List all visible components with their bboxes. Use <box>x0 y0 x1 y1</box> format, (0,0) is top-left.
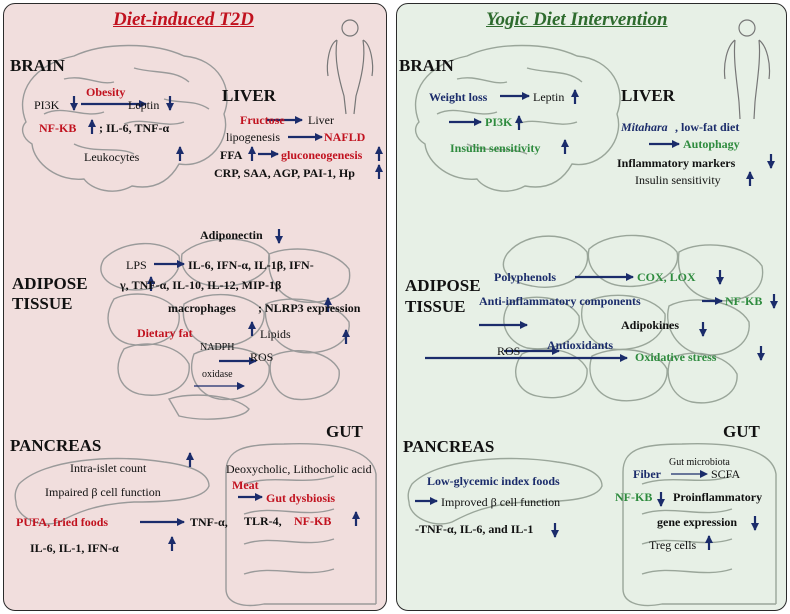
gut-illustration <box>225 442 377 607</box>
lps-label: LPS <box>126 258 147 272</box>
dietary-fat-label: Dietary fat <box>137 326 193 340</box>
human-silhouette-icon <box>326 19 374 115</box>
adipose-nfkb-label: NF-KB <box>725 294 763 308</box>
pancreas-heading: PANCREAS <box>10 436 102 455</box>
insulin-sensitivity-label: Insulin sensitivity <box>450 141 541 155</box>
meat-label: Meat <box>232 478 259 492</box>
low-fat-diet-label: , low-fat diet <box>675 120 740 134</box>
nadph-label: NADPH <box>200 342 235 353</box>
oxidase-label: oxidase <box>202 369 233 380</box>
oxidative-stress-label: Oxidative stress <box>635 350 717 364</box>
adiponectin-label: Adiponectin <box>200 228 263 242</box>
lipids-label: Lipids <box>260 327 291 341</box>
pi3k-label: PI3K <box>485 115 513 129</box>
right-arrows <box>415 89 778 550</box>
low-gi-foods-label: Low-glycemic index foods <box>427 474 560 488</box>
anti-inflammatory-label: Anti-inflammatory components <box>479 294 641 308</box>
adipokines-label: Adipokines <box>621 318 680 332</box>
gut-heading: GUT <box>723 422 760 441</box>
fiber-label: Fiber <box>633 467 661 481</box>
il6-tnf-label: ; IL-6, TNF-α <box>99 121 170 135</box>
tissue-heading: TISSUE <box>405 297 466 316</box>
fructose-label: Fructose <box>240 113 285 127</box>
left-panel: BRAIN PI3K Obesity Leptin NF-KB ; IL-6, … <box>3 3 387 611</box>
right-title: Yogic Diet Intervention <box>486 9 668 30</box>
liver-heading: LIVER <box>222 86 276 105</box>
ffa-label: FFA <box>220 148 243 162</box>
pancreas-cytokines-label: -TNF-α, IL-6, and IL-1 <box>415 522 534 536</box>
polyphenols-label: Polyphenols <box>494 270 557 284</box>
liver-label: Liver <box>308 113 334 127</box>
mitahara-label: Mitahara <box>621 120 668 134</box>
left-organ-illustrations <box>14 19 377 607</box>
gut-nfkb-label: NF-KB <box>615 490 653 504</box>
liver-heading: LIVER <box>621 86 675 105</box>
gut-microbiota-label: Gut microbiota <box>669 457 730 468</box>
macrophages-label: macrophages <box>168 301 236 315</box>
autophagy-label: Autophagy <box>683 137 740 151</box>
pancreas-heading: PANCREAS <box>403 437 495 456</box>
lipogenesis-label: lipogenesis <box>226 130 280 144</box>
liver-markers-label: CRP, SAA, AGP, PAI-1, Hp <box>214 166 355 180</box>
adipose-heading: ADIPOSE <box>12 274 88 293</box>
tlr4-label: TLR-4, <box>244 514 282 528</box>
brain-heading: BRAIN <box>399 56 454 75</box>
scfa-label: SCFA <box>711 467 741 481</box>
pufa-label: PUFA, fried foods <box>16 515 109 529</box>
leukocytes-label: Leukocytes <box>84 150 140 164</box>
proinflammatory-label: Proinflammatory <box>673 490 763 504</box>
nlrp3-label: ; NLRP3 expression <box>258 301 361 315</box>
cytokines-line2: γ, TNF-α, IL-10, IL-12, MIP-1β <box>120 278 282 292</box>
improved-beta-label: Improved β cell function <box>441 495 561 509</box>
gene-expression-label: gene expression <box>657 515 738 529</box>
pancreas-il6-label: IL-6, IL-1, IFN-α <box>30 541 119 555</box>
liver-insulin-label: Insulin sensitivity <box>635 173 721 187</box>
left-title: Diet-induced T2D <box>113 9 254 30</box>
leptin-label: Leptin <box>533 90 565 104</box>
right-organ-illustrations <box>407 19 777 607</box>
antioxidants-label: Antioxidants <box>547 338 614 352</box>
cox-lox-label: COX, LOX <box>637 270 696 284</box>
human-silhouette-icon <box>723 19 771 120</box>
gut-dysbiosis-label: Gut dysbiosis <box>266 491 336 505</box>
adipose-illustration <box>100 238 351 420</box>
islet-label: Intra-islet count <box>70 461 147 475</box>
pi3k-label: PI3K <box>34 98 60 112</box>
ros-label: ROS <box>497 344 521 358</box>
gut-illustration <box>622 442 777 607</box>
ros-label: ROS <box>250 350 274 364</box>
nafld-label: NAFLD <box>324 130 366 144</box>
nfkb-label: NF-KB <box>39 121 77 135</box>
gut-nfkb-label: NF-KB <box>294 514 332 528</box>
cytokines-line1: IL-6, IFN-α, IL-1β, IFN- <box>188 258 314 272</box>
bile-acids-label: Deoxycholic, Lithocholic acid <box>226 462 372 476</box>
brain-heading: BRAIN <box>10 56 65 75</box>
brain-illustration <box>21 44 228 192</box>
obesity-label: Obesity <box>86 85 126 99</box>
gluconeogenesis-label: gluconeogenesis <box>281 148 363 162</box>
tissue-heading: TISSUE <box>12 294 73 313</box>
treg-cells-label: Treg cells <box>649 538 697 552</box>
brain-illustration <box>414 44 621 192</box>
impaired-label: Impaired β cell function <box>45 485 161 499</box>
pancreas-illustration <box>407 457 603 525</box>
right-panel: BRAIN Weight loss Leptin PI3K Insulin se… <box>396 3 787 611</box>
left-arrows <box>70 96 383 551</box>
gut-heading: GUT <box>326 422 363 441</box>
inflammatory-markers-label: Inflammatory markers <box>617 156 736 170</box>
leptin-label: Leptin <box>128 98 160 112</box>
adipose-heading: ADIPOSE <box>405 276 481 295</box>
weight-loss-label: Weight loss <box>429 90 488 104</box>
pancreas-illustration <box>14 457 210 525</box>
tnf-label: TNF-α, <box>190 515 228 529</box>
